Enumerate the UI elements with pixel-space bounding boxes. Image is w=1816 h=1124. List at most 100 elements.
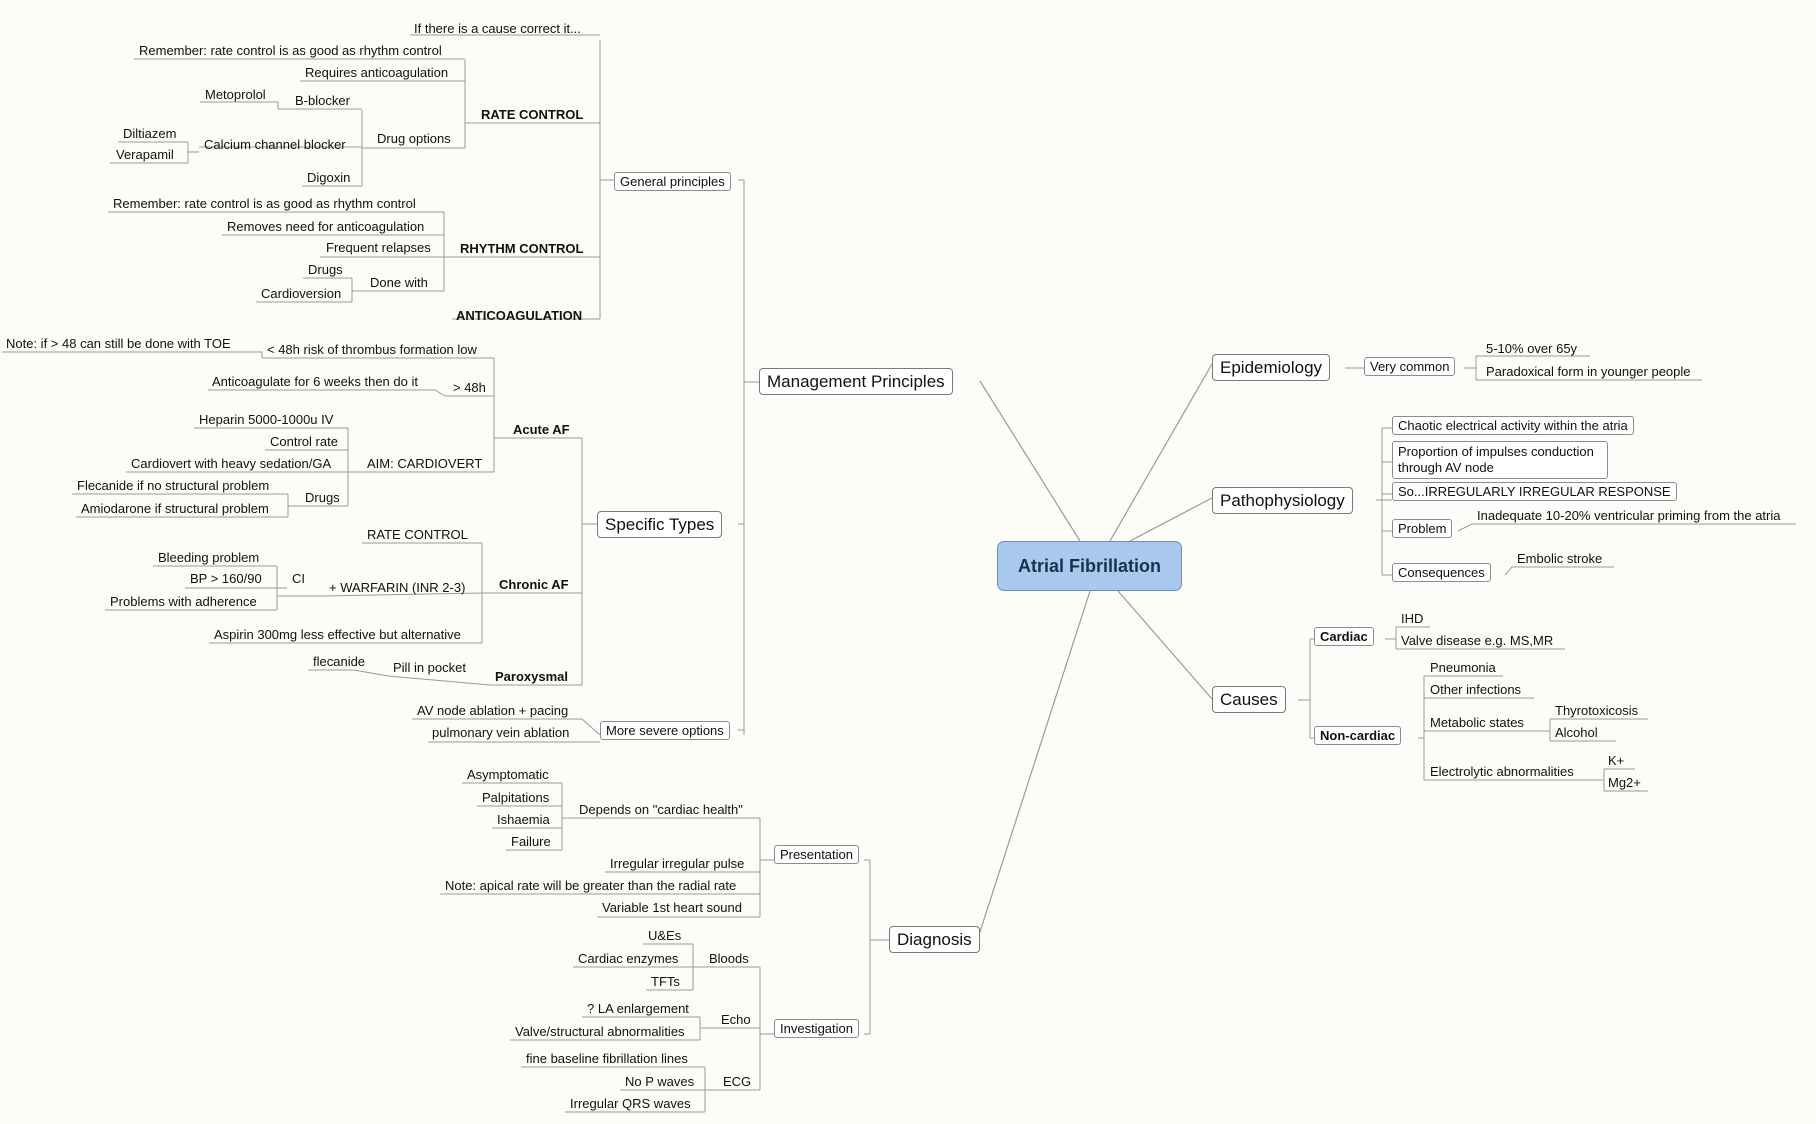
node-rate-control[interactable]: RATE CONTROL bbox=[481, 107, 584, 122]
node-rhythm-remember[interactable]: Remember: rate control is as good as rhy… bbox=[113, 196, 416, 211]
node-metabolic-states[interactable]: Metabolic states bbox=[1430, 715, 1524, 730]
node-apical-rate-note[interactable]: Note: apical rate will be greater than t… bbox=[445, 878, 737, 893]
topic-specific-types[interactable]: Specific Types bbox=[597, 511, 723, 538]
node-ihd[interactable]: IHD bbox=[1401, 611, 1424, 626]
node-bleeding-problem[interactable]: Bleeding problem bbox=[158, 550, 260, 565]
topic-more-severe-options[interactable]: More severe options bbox=[600, 721, 730, 740]
connector bbox=[1109, 363, 1213, 542]
node-note-toe[interactable]: Note: if > 48 can still be done with TOE bbox=[6, 336, 231, 351]
node-chronic-af[interactable]: Chronic AF bbox=[499, 577, 569, 592]
node-b-blocker[interactable]: B-blocker bbox=[295, 93, 350, 108]
node-chaotic-activity[interactable]: Chaotic electrical activity within the a… bbox=[1392, 416, 1634, 435]
node-paroxysmal[interactable]: Paroxysmal bbox=[495, 669, 568, 684]
node-electrolytic[interactable]: Electrolytic abnormalities bbox=[1430, 764, 1574, 779]
node-done-with[interactable]: Done with bbox=[370, 275, 428, 290]
node-frequent-relapses[interactable]: Frequent relapses bbox=[326, 240, 431, 255]
node-lt48h[interactable]: < 48h risk of thrombus formation low bbox=[267, 342, 477, 357]
topic-investigation[interactable]: Investigation bbox=[774, 1019, 859, 1038]
node-variable-heart-sound[interactable]: Variable 1st heart sound bbox=[602, 900, 742, 915]
node-tfts[interactable]: TFTs bbox=[651, 974, 680, 989]
node-diltiazem[interactable]: Diltiazem bbox=[123, 126, 177, 141]
node-cardioversion[interactable]: Cardioversion bbox=[261, 286, 342, 301]
node-cardiovert-sedation[interactable]: Cardiovert with heavy sedation/GA bbox=[131, 456, 332, 471]
topic-management-principles[interactable]: Management Principles bbox=[759, 368, 953, 395]
node-ecg[interactable]: ECG bbox=[723, 1074, 752, 1089]
node-palpitations[interactable]: Palpitations bbox=[482, 790, 550, 805]
node-digoxin[interactable]: Digoxin bbox=[307, 170, 351, 185]
node-anticoagulate-6-weeks[interactable]: Anticoagulate for 6 weeks then do it bbox=[212, 374, 418, 389]
node-pneumonia[interactable]: Pneumonia bbox=[1430, 660, 1496, 675]
node-thyrotoxicosis[interactable]: Thyrotoxicosis bbox=[1555, 703, 1639, 718]
topic-epidemiology[interactable]: Epidemiology bbox=[1212, 354, 1331, 381]
node-very-common[interactable]: Very common bbox=[1364, 357, 1456, 376]
node-consequences[interactable]: Consequences bbox=[1392, 563, 1491, 582]
node-potassium[interactable]: K+ bbox=[1608, 753, 1625, 768]
node-over-65[interactable]: 5-10% over 65y bbox=[1486, 341, 1578, 356]
node-rhythm-drugs[interactable]: Drugs bbox=[308, 262, 343, 277]
node-inadequate-priming[interactable]: Inadequate 10-20% ventricular priming fr… bbox=[1477, 508, 1781, 523]
node-embolic-stroke[interactable]: Embolic stroke bbox=[1517, 551, 1603, 566]
node-ci[interactable]: CI bbox=[292, 571, 305, 586]
node-calcium-channel-blocker[interactable]: Calcium channel blocker bbox=[204, 137, 346, 152]
topic-general-principles[interactable]: General principles bbox=[614, 172, 731, 191]
node-irregularly-irregular[interactable]: So...IRREGULARLY IRREGULAR RESPONSE bbox=[1392, 482, 1677, 501]
node-rate-remember[interactable]: Remember: rate control is as good as rhy… bbox=[139, 43, 442, 58]
node-non-cardiac[interactable]: Non-cardiac bbox=[1314, 726, 1402, 745]
topic-pathophysiology[interactable]: Pathophysiology bbox=[1212, 487, 1353, 514]
node-chronic-rate-control[interactable]: RATE CONTROL bbox=[367, 527, 468, 542]
node-pulmonary-vein-ablation[interactable]: pulmonary vein ablation bbox=[432, 725, 570, 740]
node-bp[interactable]: BP > 160/90 bbox=[190, 571, 262, 586]
node-valve-abnormalities[interactable]: Valve/structural abnormalities bbox=[515, 1024, 685, 1039]
node-irregular-pulse[interactable]: Irregular irregular pulse bbox=[610, 856, 745, 871]
node-no-p-waves[interactable]: No P waves bbox=[625, 1074, 695, 1089]
node-adherence[interactable]: Problems with adherence bbox=[110, 594, 257, 609]
node-paradoxical-form[interactable]: Paradoxical form in younger people bbox=[1486, 364, 1691, 379]
node-fine-fibrillation[interactable]: fine baseline fibrillation lines bbox=[526, 1051, 688, 1066]
node-echo[interactable]: Echo bbox=[721, 1012, 751, 1027]
node-pill-in-pocket[interactable]: Pill in pocket bbox=[393, 660, 466, 675]
node-asymptomatic[interactable]: Asymptomatic bbox=[467, 767, 549, 782]
node-irregular-qrs[interactable]: Irregular QRS waves bbox=[570, 1096, 691, 1111]
connector bbox=[977, 590, 1091, 939]
topic-causes[interactable]: Causes bbox=[1212, 686, 1286, 713]
node-ues[interactable]: U&Es bbox=[648, 928, 682, 943]
topic-presentation[interactable]: Presentation bbox=[774, 845, 859, 864]
node-removes-anticoagulation[interactable]: Removes need for anticoagulation bbox=[227, 219, 425, 234]
node-amiodarone-structural[interactable]: Amiodarone if structural problem bbox=[81, 501, 269, 516]
node-alcohol[interactable]: Alcohol bbox=[1555, 725, 1598, 740]
node-valve-disease[interactable]: Valve disease e.g. MS,MR bbox=[1401, 633, 1554, 648]
node-other-infections[interactable]: Other infections bbox=[1430, 682, 1522, 697]
node-failure[interactable]: Failure bbox=[511, 834, 551, 849]
node-requires-anticoagulation[interactable]: Requires anticoagulation bbox=[305, 65, 449, 80]
node-problem[interactable]: Problem bbox=[1392, 519, 1453, 538]
node-av-node-ablation[interactable]: AV node ablation + pacing bbox=[417, 703, 569, 718]
node-acute-drugs[interactable]: Drugs bbox=[305, 490, 340, 505]
node-proportion-impulses[interactable]: Proportion of impulses conduction throug… bbox=[1392, 441, 1608, 479]
node-warfarin[interactable]: + WARFARIN (INR 2-3) bbox=[329, 580, 466, 595]
connector bbox=[599, 40, 614, 319]
connector bbox=[412, 718, 601, 736]
node-drug-options[interactable]: Drug options bbox=[377, 131, 451, 146]
node-acute-af[interactable]: Acute AF bbox=[513, 422, 570, 437]
node-heparin[interactable]: Heparin 5000-1000u IV bbox=[199, 412, 334, 427]
node-bloods[interactable]: Bloods bbox=[709, 951, 749, 966]
node-magnesium[interactable]: Mg2+ bbox=[1608, 775, 1641, 790]
node-aspirin[interactable]: Aspirin 300mg less effective but alterna… bbox=[214, 627, 461, 642]
node-correct-cause[interactable]: If there is a cause correct it... bbox=[414, 21, 581, 36]
node-verapamil[interactable]: Verapamil bbox=[116, 147, 174, 162]
node-ishaemia[interactable]: Ishaemia bbox=[497, 812, 550, 827]
node-gt48h[interactable]: > 48h bbox=[453, 380, 486, 395]
node-control-rate[interactable]: Control rate bbox=[270, 434, 338, 449]
node-depends-cardiac-health[interactable]: Depends on "cardiac health" bbox=[579, 802, 743, 817]
node-metoprolol[interactable]: Metoprolol bbox=[205, 87, 266, 102]
node-cardiac[interactable]: Cardiac bbox=[1314, 627, 1374, 646]
node-la-enlargement[interactable]: ? LA enlargement bbox=[587, 1001, 689, 1016]
node-paroxysmal-flecanide[interactable]: flecanide bbox=[313, 654, 366, 669]
node-cardiac-enzymes[interactable]: Cardiac enzymes bbox=[578, 951, 679, 966]
node-rhythm-control[interactable]: RHYTHM CONTROL bbox=[460, 241, 584, 256]
node-flecanide-no-structural[interactable]: Flecanide if no structural problem bbox=[77, 478, 270, 493]
node-anticoagulation[interactable]: ANTICOAGULATION bbox=[456, 308, 583, 323]
node-aim-cardiovert[interactable]: AIM: CARDIOVERT bbox=[367, 456, 483, 471]
topic-diagnosis[interactable]: Diagnosis bbox=[889, 926, 980, 953]
central-topic[interactable]: Atrial Fibrillation bbox=[997, 541, 1183, 591]
